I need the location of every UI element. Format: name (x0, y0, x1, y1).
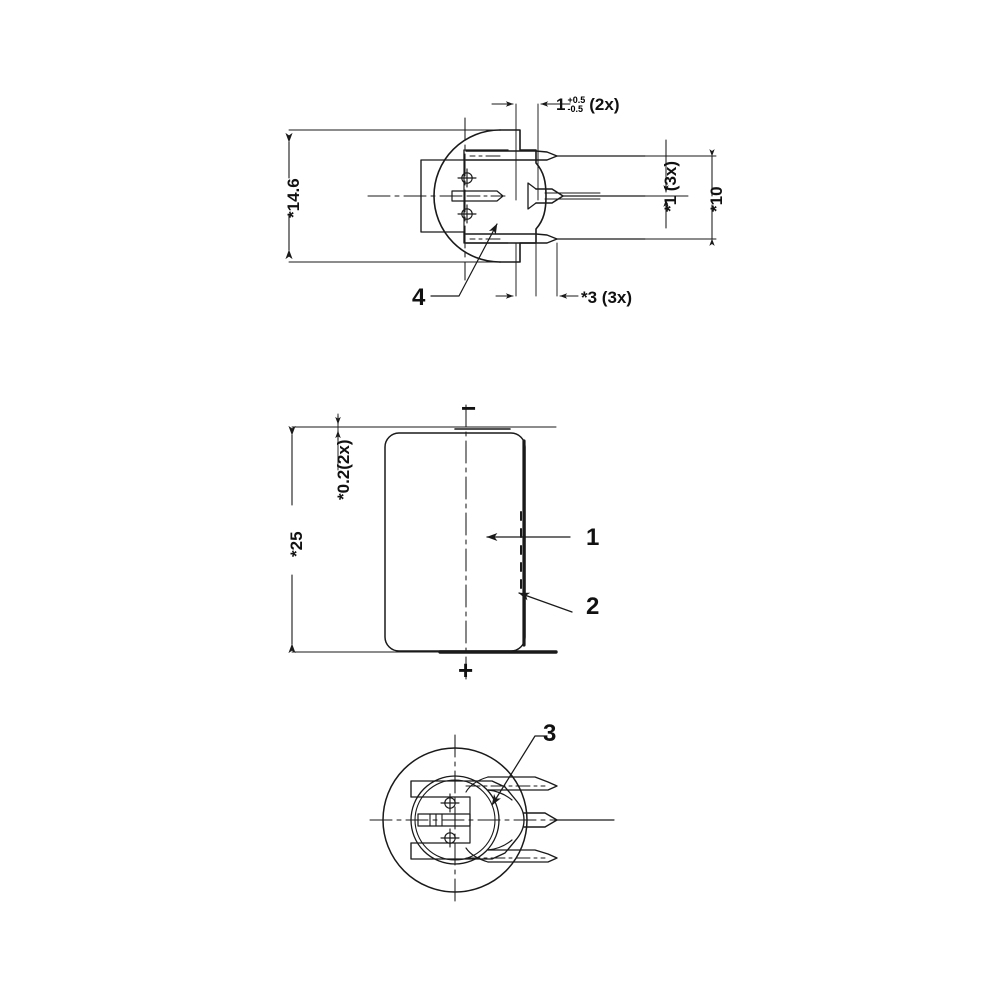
callout-item-4: 4 (412, 284, 426, 311)
side-view-group (288, 404, 573, 681)
top-view-group (285, 101, 717, 299)
callout-item-1: 1 (586, 524, 600, 551)
dimension-value-1: 1 (556, 95, 566, 114)
dimension-label-1-tolerance: 1 +0.5 -0.5 (2x) (556, 95, 619, 115)
bottom-view-group (369, 734, 615, 906)
tolerance-minus: -0.5 (567, 104, 583, 114)
quantity-2x: (2x) (589, 95, 620, 114)
callout-item-3: 3 (543, 720, 557, 747)
polarity-negative: − (461, 393, 477, 423)
dimension-label-0-2-2x: *0.2(2x) (334, 439, 353, 500)
dimension-label-3-3x: *3 (3x) (581, 288, 633, 307)
dimension-label-14-6: *14.6 (284, 178, 303, 218)
dimension-label-1-3x: *1 (3x) (661, 160, 680, 212)
dimension-label-25: *25 (287, 531, 306, 557)
callout-item-2: 2 (586, 593, 600, 620)
polarity-positive: + (458, 655, 474, 685)
tolerance-plus: +0.5 (567, 95, 586, 105)
dimension-label-10: *10 (707, 186, 726, 212)
